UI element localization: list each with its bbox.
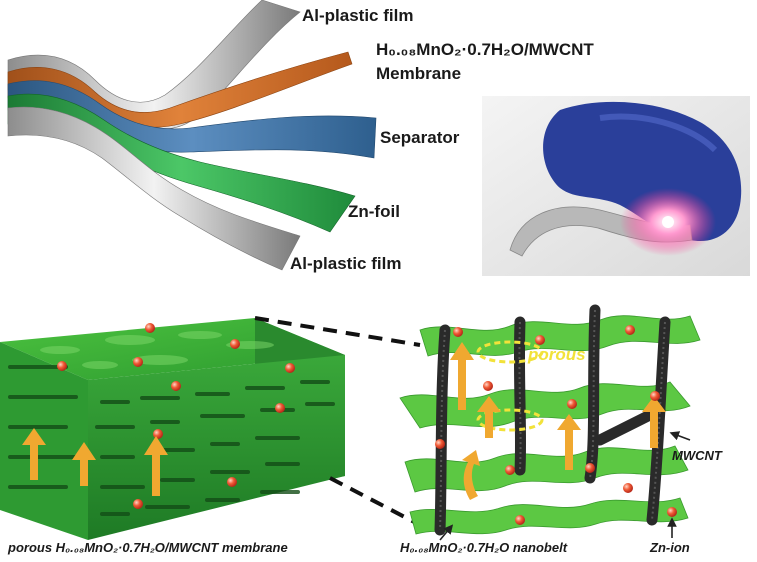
label-al-plastic-film-top: Al-plastic film [302,6,414,25]
ion-flow-arrow [22,428,46,480]
ion-flow-arrow [144,436,168,496]
ion-flow-arrow [557,414,581,470]
zn-ion-dot [650,391,660,401]
membrane-block [0,318,345,540]
zn-ion-dot [625,325,635,335]
zn-ion-dot [453,327,463,337]
led-light-icon [662,216,674,228]
zn-ion-dot [227,477,237,487]
battery-layers [7,0,377,271]
zn-ion-dot [133,499,143,509]
zn-ion-dot [623,483,633,493]
zn-ion-dot [153,429,163,439]
porous-region-marker [476,408,544,432]
zn-ion-dot [285,363,295,373]
label-membrane-caption: porous H₀.₀₈MnO₂·0.7H₂O/MWCNT membrane [8,540,288,555]
flexible-battery-photo [482,96,750,276]
label-cathode-membrane-line1: H₀.₀₈MnO₂·0.7H₂O/MWCNT [376,40,594,59]
mwcnt-pointer-arrow [669,431,691,441]
zn-ion-dot [667,507,677,517]
ion-flow-arrow [642,396,666,448]
al-plastic-film-bottom-layer [7,106,301,271]
label-cathode-membrane-line2: Membrane [376,64,462,83]
nanobelt-network [399,304,701,541]
membrane-front-face [0,342,88,540]
zn-ion-dot [275,403,285,413]
zn-ion-dot [567,399,577,409]
zn-ion-dot [483,381,493,391]
label-zn-foil: Zn-foil [348,202,400,221]
label-al-plastic-film-bottom: Al-plastic film [290,254,402,273]
ion-flow-arrow [477,396,501,438]
zn-ion-dot [505,465,515,475]
label-zn-ion: Zn-ion [650,540,690,555]
zn-ion-dot [171,381,181,391]
porous-region-marker [476,340,544,364]
nanobelt-pointer-arrow [439,524,454,541]
zn-ion-dot [535,335,545,345]
ion-flow-arrow [72,442,96,486]
zn-ion-dot [57,361,67,371]
label-separator: Separator [380,128,460,147]
ion-flow-arrow [450,342,474,410]
zoom-connector-lines [254,316,421,527]
zn-ion-dot [133,357,143,367]
zn-ion-dot [515,515,525,525]
zn-ion-dot [145,323,155,333]
label-nanobelt-caption: H₀.₀₈MnO₂·0.7H₂O nanobelt [400,540,568,555]
zn-ion-dot [435,439,445,449]
label-porous: porous [528,345,586,364]
ion-flow-arrow [462,450,480,500]
zn-ion-dot [585,463,595,473]
label-mwcnt: MWCNT [672,448,722,463]
zn-ion-dot [230,339,240,349]
